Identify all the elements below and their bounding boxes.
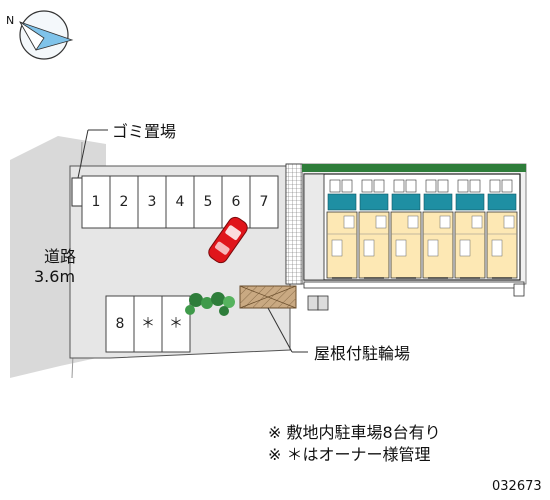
compass-label: N bbox=[6, 14, 14, 27]
parking-row-bottom: 8 ＊ ＊ bbox=[105, 295, 191, 353]
parking-space-number: 1 bbox=[92, 194, 101, 210]
shrub-icon bbox=[211, 292, 225, 306]
shrub-icon bbox=[201, 297, 213, 309]
shrub-icon bbox=[189, 293, 203, 307]
apartment-unit bbox=[486, 179, 518, 279]
parking-space-number: 6 bbox=[232, 194, 241, 210]
parking-space: ＊ bbox=[133, 295, 163, 353]
property-code: 032673 bbox=[492, 479, 542, 494]
apartment-unit bbox=[422, 179, 454, 279]
hedge-plants bbox=[185, 292, 235, 316]
fence bbox=[303, 281, 525, 289]
parking-space-number: 7 bbox=[260, 194, 269, 210]
apartment-unit bbox=[390, 179, 422, 279]
apartment-building bbox=[285, 163, 527, 311]
apartment-unit bbox=[454, 179, 486, 279]
car-icon bbox=[208, 216, 248, 264]
road-width-label: 3.6m bbox=[34, 267, 75, 286]
parking-space: 7 bbox=[249, 175, 279, 229]
hedge-strip bbox=[302, 164, 526, 172]
shrub-icon bbox=[223, 296, 235, 308]
shrub-icon bbox=[185, 305, 195, 315]
garbage-label: ゴミ置場 bbox=[112, 122, 176, 141]
garbage-leader-line bbox=[77, 129, 89, 179]
gate-post bbox=[513, 283, 525, 297]
access-strip bbox=[285, 163, 303, 285]
bike-parking-cross bbox=[239, 285, 297, 309]
parking-space: 3 bbox=[137, 175, 167, 229]
parking-space-number: 3 bbox=[148, 194, 157, 210]
parking-space-number: 2 bbox=[120, 194, 129, 210]
parking-row-top: 1 2 3 4 5 6 7 bbox=[81, 175, 279, 229]
apartment-unit bbox=[326, 179, 358, 279]
parking-space: 8 bbox=[105, 295, 135, 353]
road-name-label: 道路 bbox=[44, 247, 76, 266]
shrub-icon bbox=[219, 306, 229, 316]
parking-space: ＊ bbox=[161, 295, 191, 353]
apartment-unit bbox=[358, 179, 390, 279]
parking-space: 4 bbox=[165, 175, 195, 229]
parking-space-number: ＊ bbox=[141, 316, 155, 332]
parking-space-number: 8 bbox=[116, 316, 125, 332]
compass: N bbox=[6, 10, 74, 60]
parking-space-number: 4 bbox=[176, 194, 185, 210]
parking-space: 2 bbox=[109, 175, 139, 229]
note-owner-managed: ※ ＊はオーナー様管理 bbox=[268, 445, 431, 464]
meter-box bbox=[317, 295, 329, 311]
corridor bbox=[303, 173, 325, 281]
parking-space-number: ＊ bbox=[169, 316, 183, 332]
bike-leader-line bbox=[267, 307, 293, 353]
note-parking-count: ※ 敷地内駐車場8台有り bbox=[268, 423, 441, 442]
meter-box bbox=[307, 295, 319, 311]
garbage-area bbox=[71, 177, 83, 207]
parking-space-number: 5 bbox=[204, 194, 213, 210]
parking-space: 5 bbox=[193, 175, 223, 229]
units bbox=[326, 179, 518, 279]
parking-space: 1 bbox=[81, 175, 111, 229]
bike-parking-label: 屋根付駐輪場 bbox=[314, 344, 410, 363]
compass-arrow-shadow bbox=[19, 21, 45, 51]
